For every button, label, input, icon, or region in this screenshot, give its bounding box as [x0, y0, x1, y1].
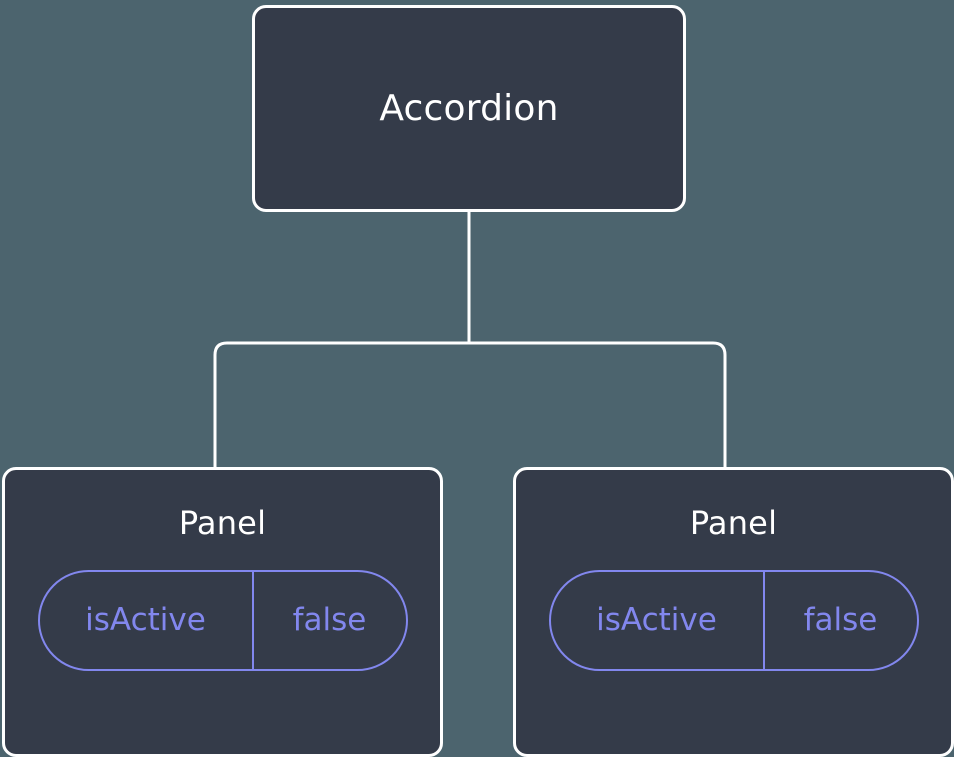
prop-pill-panel-1[interactable]: isActive false: [37, 570, 408, 671]
node-panel-2-label: Panel: [689, 504, 778, 542]
prop-value-isactive: false: [251, 572, 406, 669]
edge-to-panel-1: [213, 341, 469, 469]
node-panel-1[interactable]: Panel isActive false: [2, 467, 443, 757]
component-tree-diagram: Accordion Panel isActive false Panel isA…: [2, 5, 954, 757]
edge-to-panel-2: [469, 341, 727, 469]
node-panel-1-label: Panel: [178, 504, 267, 542]
prop-key-isactive: isActive: [596, 602, 717, 638]
node-panel-2[interactable]: Panel isActive false: [513, 467, 954, 757]
prop-key-isactive: isActive: [85, 602, 206, 638]
prop-value-isactive: false: [762, 572, 917, 669]
node-accordion-label: Accordion: [379, 87, 559, 129]
node-accordion[interactable]: Accordion: [252, 5, 686, 212]
prop-pill-panel-2[interactable]: isActive false: [548, 570, 919, 671]
